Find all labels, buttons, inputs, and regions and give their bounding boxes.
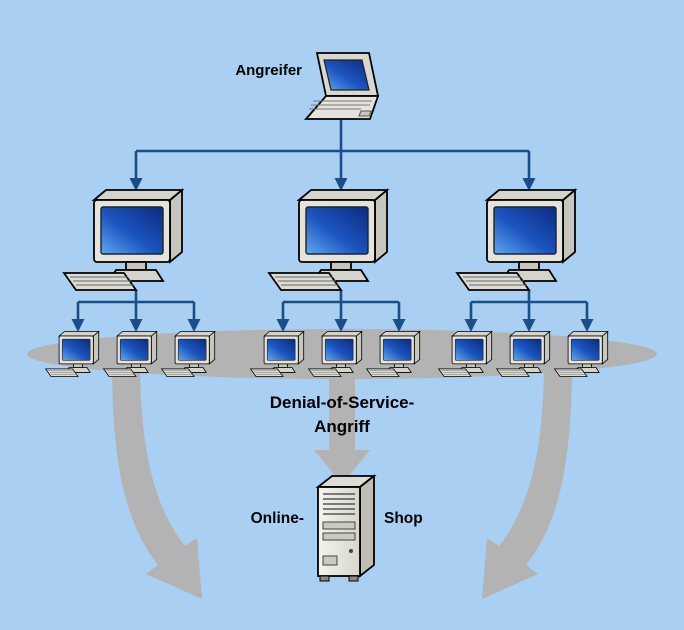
arrowhead-bot-1 xyxy=(71,319,85,332)
gray-arrow-middle xyxy=(314,358,370,484)
target-label-left: Online- xyxy=(251,510,304,527)
arrowhead-bot-7 xyxy=(464,319,478,332)
target-label-right: Shop xyxy=(384,510,423,527)
gray-arrow-left xyxy=(112,360,202,599)
arrowhead-handler-right xyxy=(522,178,536,191)
handler-pc-icon-2 xyxy=(268,189,388,291)
arrowhead-handler-left xyxy=(129,178,143,191)
tree-lines-left-group xyxy=(76,290,196,321)
attack-name-line1: Denial-of-Service- xyxy=(270,393,415,412)
arrowhead-bot-8 xyxy=(522,319,536,332)
target-server-icon xyxy=(315,474,377,582)
handler-pc-icon-1 xyxy=(63,189,183,291)
arrowhead-bot-9 xyxy=(580,319,594,332)
attacker-label: Angreifer xyxy=(235,62,302,79)
attack-name-line2: Angriff xyxy=(314,417,370,436)
arrowhead-bot-2 xyxy=(129,319,143,332)
attacker-laptop-icon xyxy=(304,52,380,120)
handler-pc-icon-3 xyxy=(456,189,576,291)
arrowhead-bot-3 xyxy=(187,319,201,332)
arrowhead-handler-middle xyxy=(334,178,348,191)
tree-lines-right-group xyxy=(469,290,589,321)
tree-lines-middle-group xyxy=(281,290,401,321)
gray-arrow-right xyxy=(482,360,572,599)
tree-lines-top xyxy=(134,119,531,179)
